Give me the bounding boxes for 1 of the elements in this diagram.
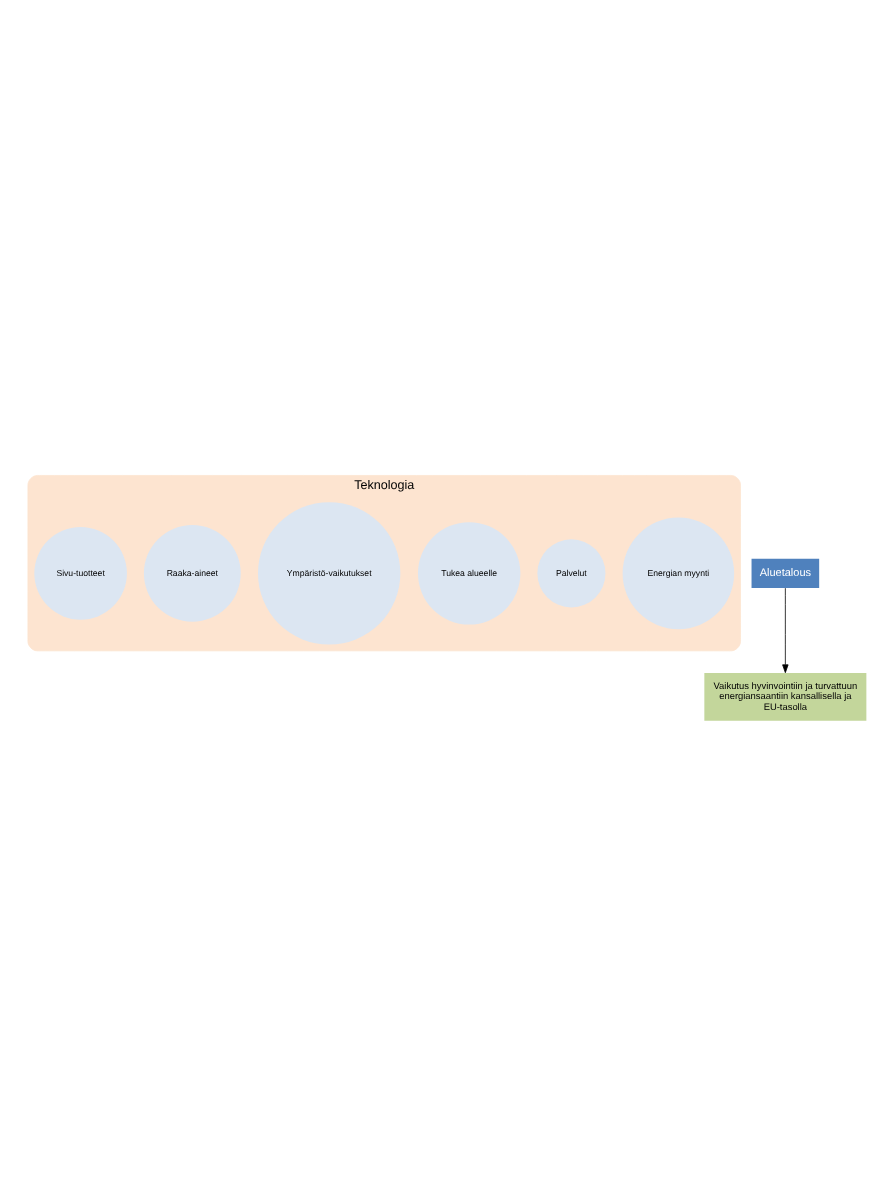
- arrow: [782, 587, 789, 674]
